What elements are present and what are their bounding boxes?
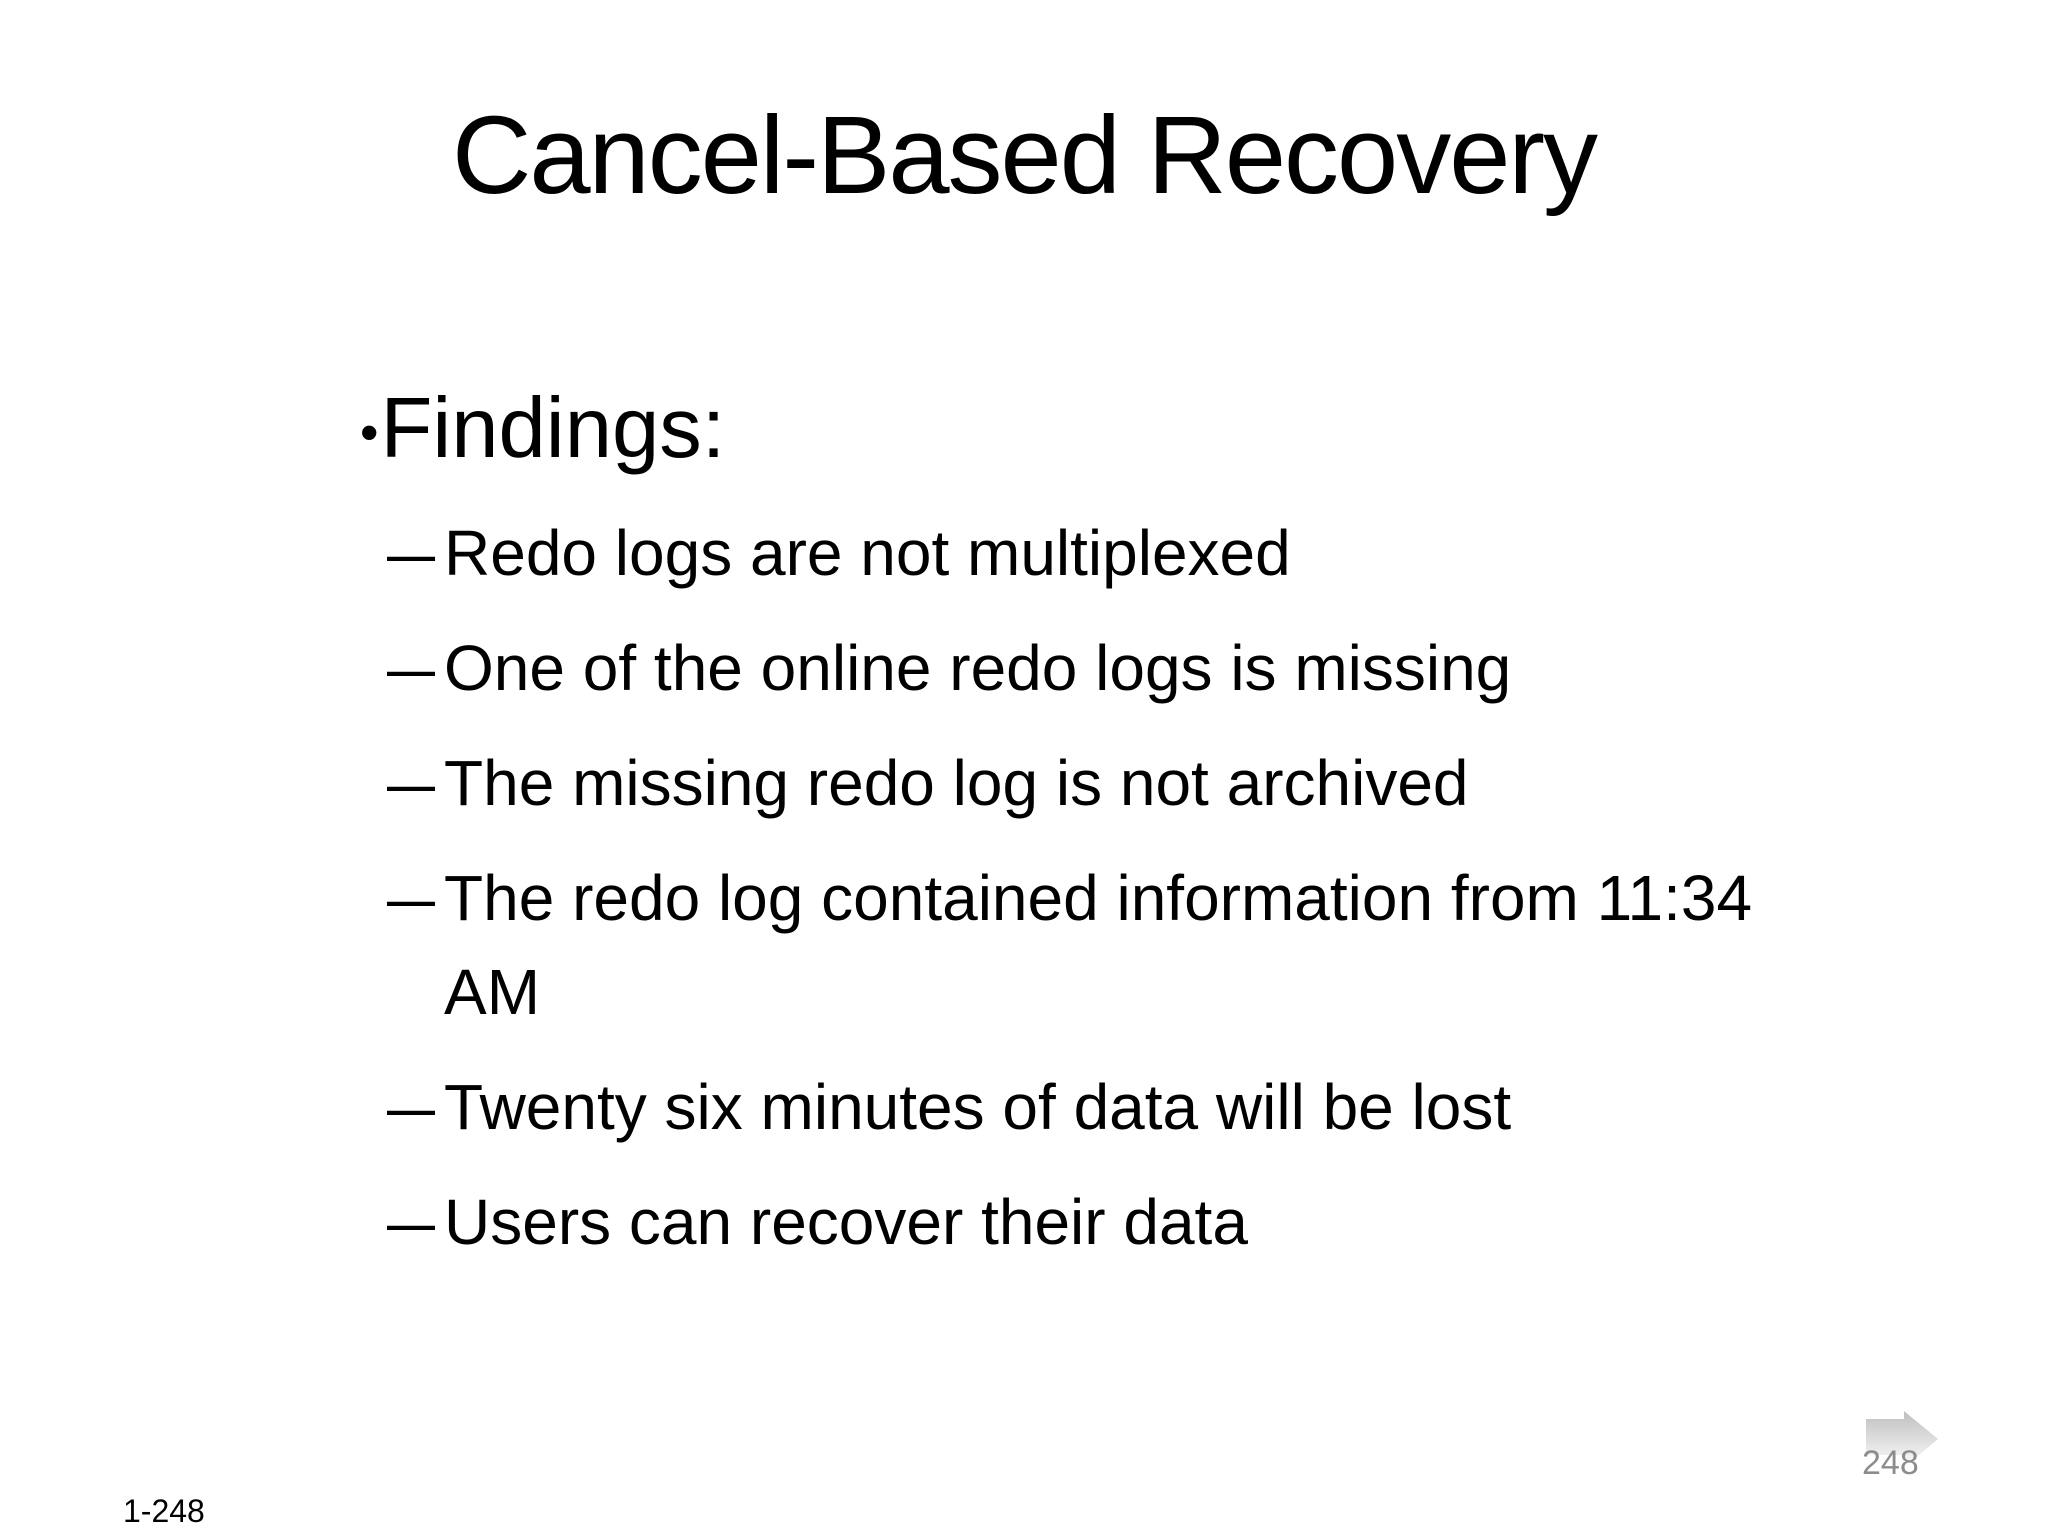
dash-bullet-icon: – bbox=[387, 862, 436, 934]
bullet-text: The missing redo log is not archived bbox=[444, 747, 1469, 819]
findings-heading: •Findings: bbox=[360, 378, 725, 485]
bullet-text: Users can recover their data bbox=[444, 1186, 1248, 1258]
list-item: – One of the online redo logs is missing bbox=[387, 621, 2002, 715]
dash-bullet-icon: – bbox=[387, 747, 436, 819]
bullet-text: The redo log contained information from … bbox=[444, 862, 1753, 934]
bullet-text: Redo logs are not multiplexed bbox=[444, 517, 1291, 589]
bullet-text: Twenty six minutes of data will be lost bbox=[444, 1071, 1512, 1143]
findings-heading-label: Findings: bbox=[380, 381, 726, 476]
dash-bullet-icon: – bbox=[387, 1071, 436, 1143]
footer-page-number: 1-248 bbox=[123, 1493, 205, 1529]
list-item: – Twenty six minutes of data will be los… bbox=[387, 1060, 2002, 1154]
list-item: – Users can recover their data bbox=[387, 1175, 2002, 1269]
nav-page-number: 248 bbox=[1862, 1444, 1919, 1482]
dash-bullet-icon: – bbox=[387, 632, 436, 704]
bullet-text-wrapped: AM bbox=[444, 956, 540, 1028]
dash-bullet-icon: – bbox=[387, 517, 436, 589]
page-title: Cancel-Based Recovery bbox=[451, 94, 1598, 217]
list-item: – The redo log contained information fro… bbox=[387, 851, 2002, 1039]
list-item: – The missing redo log is not archived bbox=[387, 736, 2002, 830]
bullet-dot-icon: • bbox=[360, 403, 381, 463]
dash-bullet-icon: – bbox=[387, 1186, 436, 1258]
bullet-text: One of the online redo logs is missing bbox=[444, 632, 1512, 704]
findings-bullet-list: – Redo logs are not multiplexed – One of… bbox=[387, 506, 2002, 1269]
next-arrow-icon[interactable] bbox=[1866, 1411, 1938, 1469]
list-item: – Redo logs are not multiplexed bbox=[387, 506, 2002, 600]
